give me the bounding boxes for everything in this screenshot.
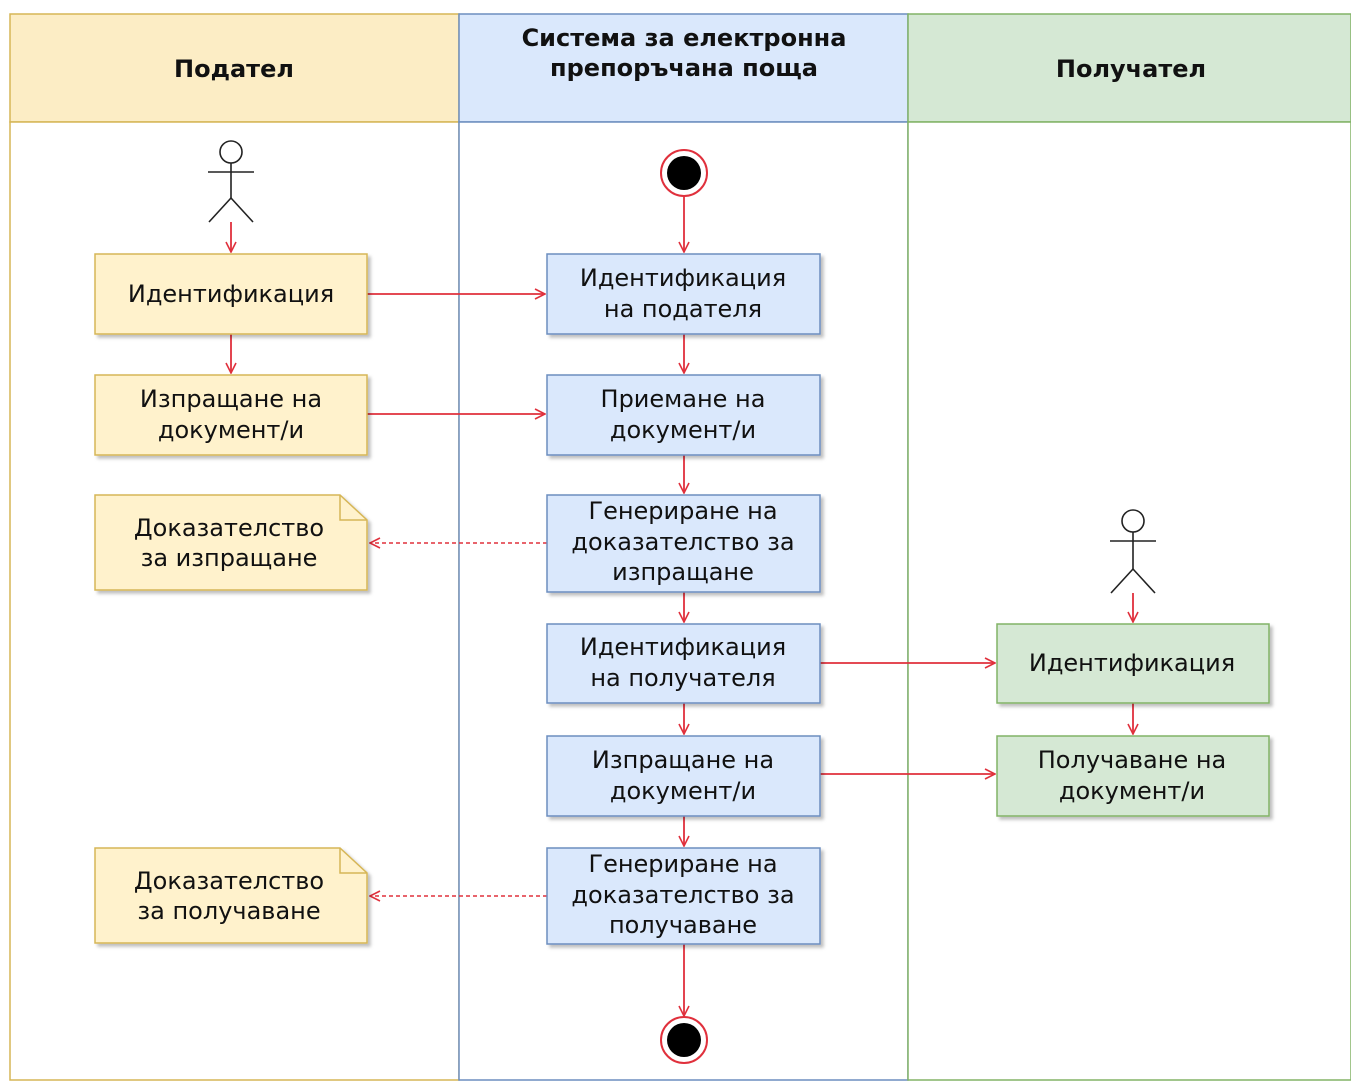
system-accept-docs-node: Приемане на документ/и [546, 374, 821, 456]
recipient-identification-node: Идентификация [996, 623, 1270, 704]
sender-proof-receive-line2: за получаване [137, 897, 320, 925]
sender-proof-send-line1: Доказателство [134, 514, 324, 542]
recipient-actor-icon [1110, 509, 1156, 594]
system-send-docs-line2: документ/и [610, 777, 756, 805]
sender-proof-receive-line1: Доказателство [134, 867, 324, 895]
lane-recipient: Получател [907, 13, 1351, 1081]
recipient-receive-docs-node: Получаване на документ/и [996, 735, 1270, 817]
recipient-receive-docs-line2: документ/и [1059, 777, 1205, 805]
lane-system-title-line1: Система за електронна [522, 24, 847, 52]
system-gen-proof-send-line2: доказателство за [571, 528, 794, 556]
lane-system-title-line2: препоръчана поща [550, 54, 818, 82]
system-gen-proof-receive-node: Генериране на доказателство за получаван… [546, 847, 821, 945]
sender-send-docs-node: Изпращане на документ/и [94, 374, 368, 456]
start-node-icon [660, 149, 708, 197]
sender-proof-receive-note: Доказателство за получаване [94, 847, 368, 944]
sender-proof-send-line2: за изпращане [141, 544, 318, 572]
system-accept-docs-line2: документ/и [610, 416, 756, 444]
flow-connectors [231, 196, 1133, 1016]
system-id-recipient-node: Идентификация на получателя [546, 623, 821, 704]
sender-identification-node: Идентификация [94, 253, 368, 335]
lane-recipient-body [907, 121, 1351, 1081]
sender-send-docs-line2: документ/и [158, 416, 304, 444]
system-gen-proof-receive-line2: доказателство за [571, 881, 794, 909]
system-gen-proof-receive-line1: Генериране на [588, 850, 777, 878]
lane-recipient-title: Получател [1056, 55, 1206, 83]
lane-system-header [458, 13, 909, 123]
system-id-sender-line2: на подателя [604, 295, 762, 323]
system-gen-proof-send-node: Генериране на доказателство за изпращане [546, 494, 821, 593]
system-id-sender-line1: Идентификация [580, 264, 786, 292]
system-gen-proof-send-line3: изпращане [612, 558, 754, 586]
system-id-sender-node: Идентификация на подателя [546, 253, 821, 335]
recipient-identification-label: Идентификация [1029, 649, 1235, 677]
recipient-receive-docs-line1: Получаване на [1038, 746, 1227, 774]
system-id-recipient-line2: на получателя [590, 664, 775, 692]
system-gen-proof-receive-line3: получаване [609, 911, 757, 939]
lane-sender-header [9, 13, 460, 123]
sender-identification-label: Идентификация [128, 280, 334, 308]
sender-actor-icon [208, 140, 254, 223]
system-gen-proof-send-line1: Генериране на [588, 497, 777, 525]
system-id-recipient-line1: Идентификация [580, 633, 786, 661]
system-send-docs-node: Изпращане на документ/и [546, 735, 821, 817]
lane-sender-title: Подател [174, 55, 294, 83]
system-send-docs-line1: Изпращане на [592, 746, 774, 774]
sender-proof-send-note: Доказателство за изпращане [94, 494, 368, 591]
end-node-icon [660, 1016, 708, 1064]
system-accept-docs-line1: Приемане на [601, 385, 766, 413]
sender-send-docs-line1: Изпращане на [140, 385, 322, 413]
